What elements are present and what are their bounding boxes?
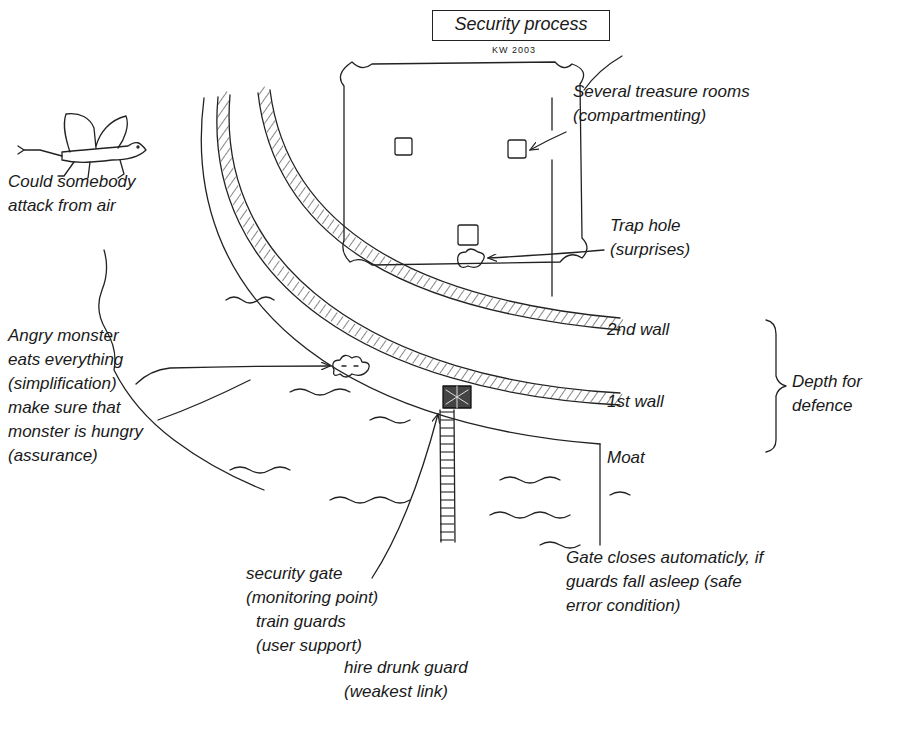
leader-arrow [488,250,604,258]
title: Security process [432,10,610,41]
moat-side [599,444,600,545]
leader-arrow [372,414,438,578]
outer-bank-line [99,250,264,490]
moat-wave [490,512,570,518]
annotation: Angry monster eats everything (simplific… [8,324,143,396]
leader-arrow [530,132,566,150]
treasure-room [458,225,478,245]
second-wall [270,90,620,318]
castle-side-line [551,98,552,296]
leader-line [158,380,250,420]
moat-wave [540,542,580,548]
moat-wave [610,492,630,495]
annotation: hire drunk guard (weakest link) [344,656,494,704]
moat-wave [290,389,350,395]
moat-wave [330,497,410,503]
part-name: 2nd wall [607,318,707,342]
first-wall [229,95,620,393]
date-note: KW 2003 [492,44,582,56]
bridge [440,410,454,542]
part-name: 1st wall [607,390,707,414]
annotation: Trap hole (surprises) [610,214,720,262]
first-wall-hatch [223,96,620,399]
annotation: make sure that monster is hungry (assura… [8,396,158,468]
annotation: Could somebody attack from air [8,170,138,218]
treasure-room [395,138,412,155]
moat-wave [370,417,410,423]
moat-edge [201,98,600,444]
second-wall-hatch [264,92,620,324]
monster-drawing [333,355,369,377]
annotation: Gate closes automaticly, if guards fall … [566,546,778,618]
leader-arrow [136,366,330,384]
moat-wave [226,297,274,303]
moat-wave [500,477,560,483]
first-wall [217,97,620,405]
security-gate [443,386,471,408]
castle-outline [340,62,587,265]
annotation: Several treasure rooms (compartmenting) [573,80,793,128]
annotation: train guards (user support) [256,610,386,658]
dragon-drawing [18,114,146,180]
annotation: security gate (monitoring point) [246,562,406,610]
moat-wave [230,467,290,473]
treasure-room [508,140,526,158]
bracket-label: Depth for defence [792,370,892,418]
part-name: Moat [607,446,707,470]
trap-hole [458,249,485,267]
depth-bracket [766,320,786,452]
